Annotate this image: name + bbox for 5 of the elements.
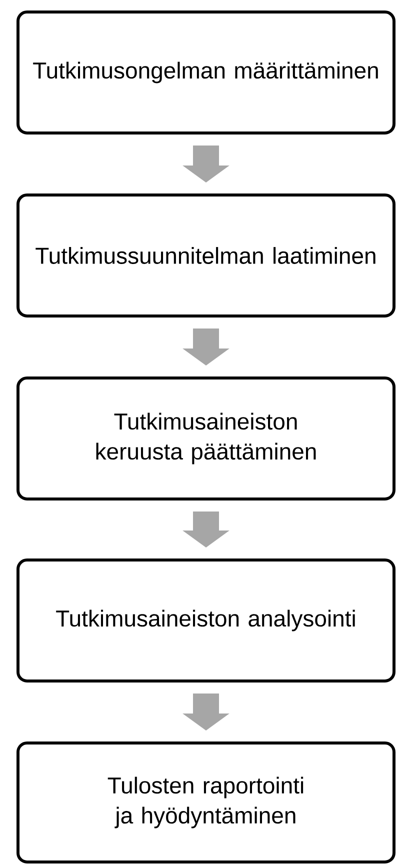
process-box: Tutkimusaineiston keruusta päättäminen bbox=[16, 376, 396, 500]
process-box: Tulosten raportointi ja hyödyntäminen bbox=[16, 742, 396, 864]
process-box: Tutkimusaineiston analysointi bbox=[16, 558, 396, 682]
process-box: Tutkimusongelman määrittäminen bbox=[16, 10, 396, 134]
process-box: Tutkimussuunnitelman laatiminen bbox=[16, 194, 396, 318]
